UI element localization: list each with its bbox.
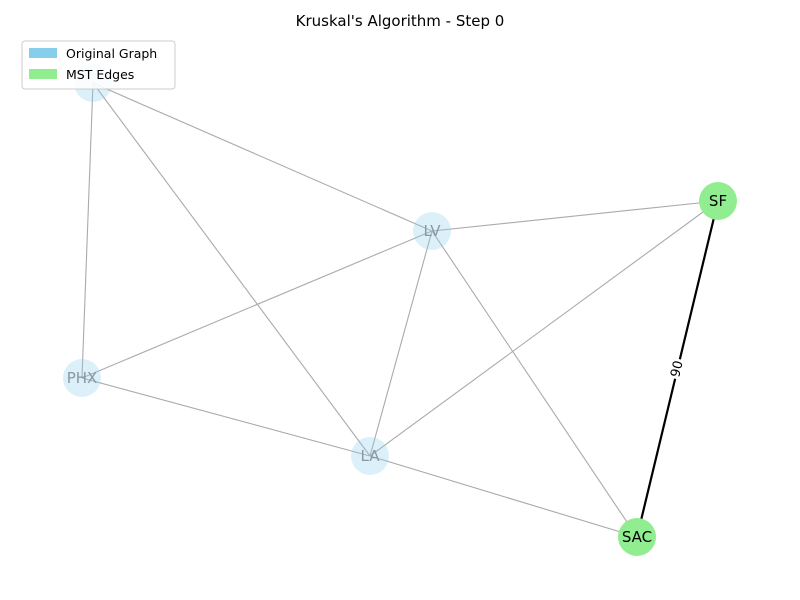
legend-swatch-mst-edges bbox=[29, 69, 57, 79]
node-sf: SF bbox=[699, 182, 737, 220]
node-label: PHX bbox=[67, 369, 98, 387]
chart-title: Kruskal's Algorithm - Step 0 bbox=[296, 12, 505, 30]
edge-lv-sf bbox=[431, 200, 719, 232]
edge-top-left-la bbox=[92, 82, 371, 457]
edge-top-left-phx bbox=[81, 82, 94, 379]
node-phx: PHX bbox=[63, 359, 101, 397]
node-label: SF bbox=[709, 192, 727, 210]
edge-phx-la bbox=[81, 377, 371, 457]
node-circle bbox=[699, 182, 737, 220]
edge-sf-la bbox=[369, 200, 719, 457]
node-sac: SAC bbox=[618, 518, 656, 556]
edge-lv-sac bbox=[431, 230, 638, 538]
legend: Original Graph MST Edges bbox=[21, 40, 176, 90]
node-label: SAC bbox=[622, 528, 652, 546]
node-circle bbox=[413, 212, 451, 250]
node-la: LA bbox=[351, 437, 389, 475]
node-circle bbox=[618, 518, 656, 556]
node-circle bbox=[63, 359, 101, 397]
node-circle bbox=[351, 437, 389, 475]
legend-box bbox=[21, 40, 176, 90]
edge-la-sac bbox=[369, 455, 638, 538]
node-layer: LV PHX LA SF SAC bbox=[63, 64, 737, 556]
edge-lv-la bbox=[369, 230, 433, 457]
edge-weight-label: 90 bbox=[668, 359, 686, 379]
legend-swatch-original-graph bbox=[29, 48, 57, 58]
edge-label-layer: 90 bbox=[667, 357, 688, 381]
edge-top-left-lv bbox=[92, 82, 433, 232]
edge-weight-background bbox=[667, 357, 688, 381]
legend-label-mst-edges: MST Edges bbox=[66, 67, 134, 82]
node-label: LV bbox=[424, 222, 442, 240]
node-lv: LV bbox=[413, 212, 451, 250]
edge-layer bbox=[81, 82, 720, 538]
legend-label-original-graph: Original Graph bbox=[66, 46, 157, 61]
edge-lv-phx bbox=[81, 230, 433, 379]
node-label: LA bbox=[361, 447, 381, 465]
